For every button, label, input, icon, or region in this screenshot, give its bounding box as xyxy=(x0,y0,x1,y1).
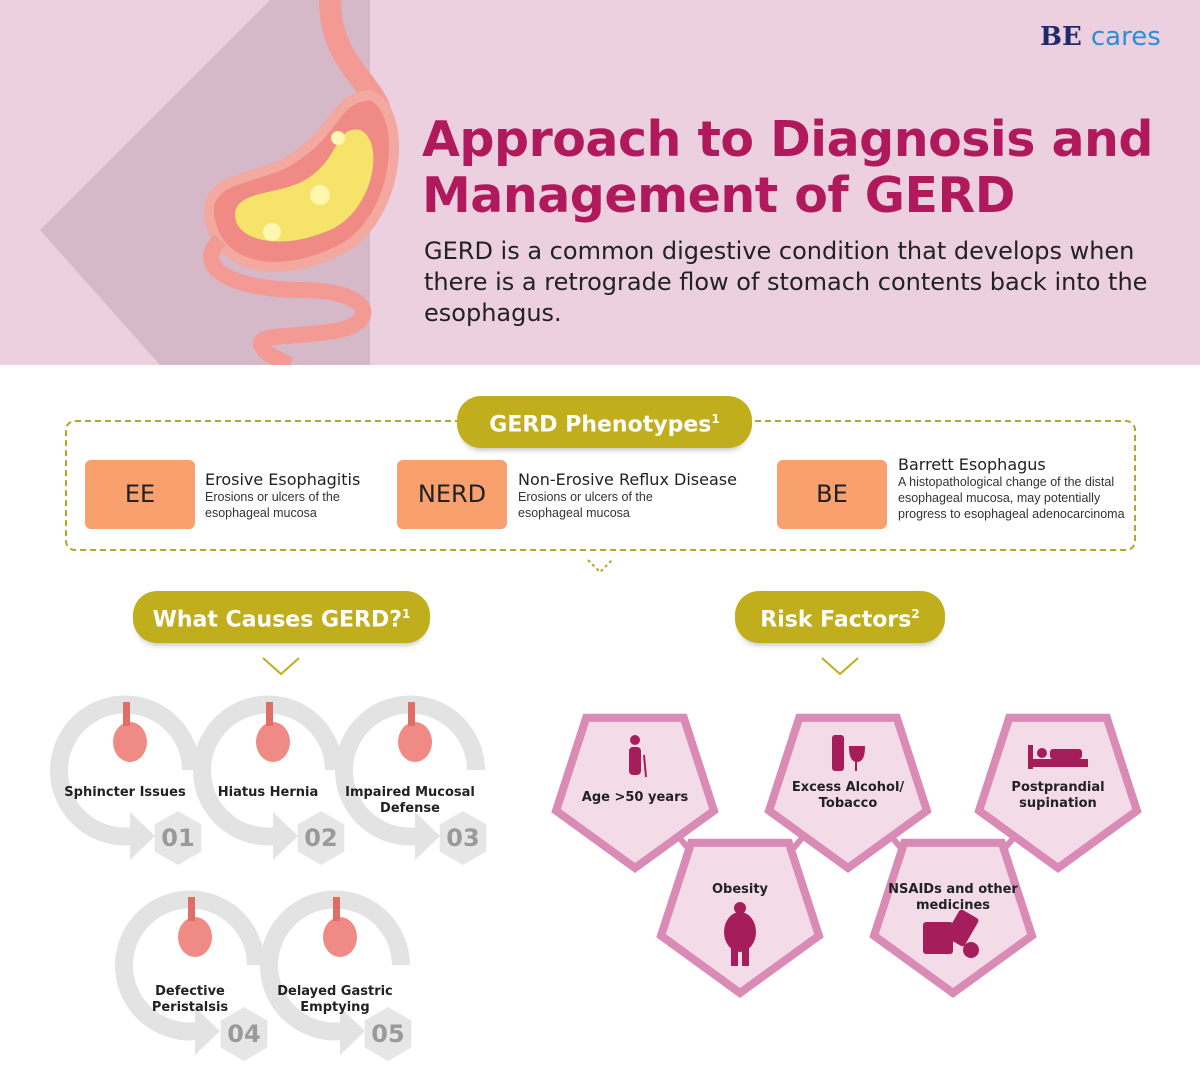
cause-number: 01 xyxy=(161,824,195,852)
phenotype-badge-be: BE xyxy=(777,460,887,529)
risk-pentagon xyxy=(551,713,719,873)
stomach-illustration xyxy=(40,0,399,365)
peristalsis-icon xyxy=(178,897,212,957)
becares-logo: BE cares xyxy=(1040,22,1161,52)
risk-pentagon xyxy=(974,713,1142,873)
number-hexagon xyxy=(364,1007,412,1061)
phenotypes-heading: GERD Phenotypes1 xyxy=(457,396,752,449)
alcohol-icon xyxy=(832,735,866,771)
number-hexagon xyxy=(439,811,487,865)
risk-label: Age >50 years xyxy=(581,790,689,805)
stomach-sphincter-icon xyxy=(113,702,147,762)
hiatus-hernia-icon xyxy=(256,702,290,762)
header-banner: BE cares Approach to Diagnosis and Manag… xyxy=(0,0,1200,365)
risk-label: Postprandial supination xyxy=(1011,780,1105,811)
cause-number: 02 xyxy=(304,824,338,852)
causes-heading: What Causes GERD?1 xyxy=(133,591,430,644)
risks-heading: Risk Factors2 xyxy=(735,591,945,644)
causes-rings xyxy=(50,695,487,1061)
number-hexagon xyxy=(220,1007,268,1061)
cause-ring-2 xyxy=(193,695,345,865)
risk-pentagon xyxy=(764,713,932,873)
phenotype-ee: Erosive Esophagitis Erosions or ulcers o… xyxy=(205,470,361,520)
connector-chevrons xyxy=(262,559,859,676)
risk-label: NSAIDs and other medicines xyxy=(888,882,1018,913)
risk-label: Obesity xyxy=(711,882,769,897)
bed-icon xyxy=(1028,745,1088,769)
cause-number: 04 xyxy=(227,1020,261,1048)
elderly-person-icon xyxy=(629,735,647,778)
cause-label: Sphincter Issues xyxy=(64,785,186,800)
cause-label: Delayed Gastric Emptying xyxy=(277,984,393,1015)
risk-pentagon xyxy=(869,838,1037,998)
cause-label: Impaired Mucosal Defense xyxy=(345,785,475,816)
page-subtitle: GERD is a common digestive condition tha… xyxy=(424,237,1148,327)
cause-ring-4 xyxy=(115,890,268,1061)
cause-number: 05 xyxy=(371,1020,405,1048)
cause-label: Defective Peristalsis xyxy=(151,984,229,1015)
gastric-emptying-icon xyxy=(323,897,357,957)
cause-label: Hiatus Hernia xyxy=(217,785,319,800)
risk-pentagon xyxy=(656,838,824,998)
phenotype-nerd: Non-Erosive Reflux Disease Erosions or u… xyxy=(518,470,737,520)
phenotype-badge-nerd: NERD xyxy=(397,460,507,529)
cause-ring-5 xyxy=(260,890,412,1061)
cause-ring-3 xyxy=(335,695,487,865)
phenotype-be: Barrett Esophagus A histopathological ch… xyxy=(898,455,1125,521)
pills-icon xyxy=(923,909,979,958)
phenotype-badge-ee: EE xyxy=(85,460,195,529)
risk-label: Excess Alcohol/ Tobacco xyxy=(791,780,905,811)
cause-number: 03 xyxy=(446,824,480,852)
obese-person-icon xyxy=(724,902,756,966)
page-title: Approach to Diagnosis and Management of … xyxy=(422,111,1153,224)
number-hexagon xyxy=(154,811,202,865)
risk-pentagons xyxy=(551,713,1142,998)
number-hexagon xyxy=(297,811,345,865)
cause-ring-1 xyxy=(50,695,202,865)
mucosal-defense-icon xyxy=(398,702,432,762)
